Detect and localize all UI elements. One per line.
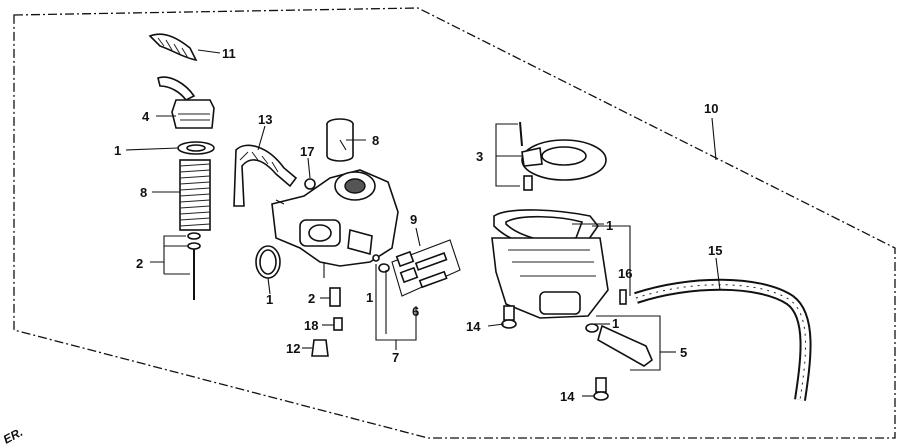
callout-2: 2 <box>136 256 143 271</box>
part-9-screw-set <box>391 239 461 297</box>
callout-7: 7 <box>392 350 399 365</box>
part-8-slide <box>326 118 354 162</box>
part-14-bolt-bottom <box>593 377 609 401</box>
fuel-cup-stack <box>148 33 215 300</box>
part-12-nozzle <box>311 339 329 357</box>
callout-14: 14 <box>466 319 481 334</box>
callout-6: 6 <box>412 304 419 319</box>
part-18-jet <box>333 317 343 331</box>
callout-14: 14 <box>560 389 575 404</box>
callout-10: 10 <box>704 101 718 116</box>
callout-2: 2 <box>308 291 315 306</box>
float-chamber-group <box>491 121 653 401</box>
callout-8: 8 <box>140 185 147 200</box>
callout-16: 16 <box>618 266 632 281</box>
part-14-bolt-top <box>501 305 517 329</box>
corner-fragment-text: ER. <box>1 425 25 447</box>
part-17-ring <box>304 178 316 190</box>
callout-17: 17 <box>300 144 314 159</box>
callout-18: 18 <box>304 318 318 333</box>
leader-lines <box>125 49 721 397</box>
part-16-pin <box>619 289 627 305</box>
callout-1: 1 <box>612 316 619 331</box>
part-2-needle <box>187 232 201 300</box>
callout-12: 12 <box>286 341 300 356</box>
callout-labels: 11 4 1 8 2 13 8 17 1 2 18 12 9 1 6 7 3 1… <box>114 46 722 404</box>
callout-1: 1 <box>366 290 373 305</box>
part-2-screw <box>329 287 341 307</box>
part-8-spring <box>179 159 211 231</box>
callout-1: 1 <box>266 292 273 307</box>
callout-4: 4 <box>142 109 150 124</box>
part-13-hose <box>233 144 298 207</box>
callout-1: 1 <box>606 218 613 233</box>
carburetor-body <box>233 118 399 357</box>
callout-3: 3 <box>476 149 483 164</box>
callout-1: 1 <box>114 143 121 158</box>
part-upper-elbow <box>157 76 196 102</box>
part-11-bent-tube <box>148 33 198 62</box>
part-5-drain-screw <box>597 324 653 367</box>
callout-15: 15 <box>708 243 722 258</box>
part-15-hose <box>634 278 812 401</box>
callout-8: 8 <box>372 133 379 148</box>
assembly-outline <box>13 7 896 439</box>
callout-13: 13 <box>258 112 272 127</box>
callout-11: 11 <box>222 46 236 61</box>
callout-5: 5 <box>680 345 687 360</box>
callout-9: 9 <box>410 212 417 227</box>
